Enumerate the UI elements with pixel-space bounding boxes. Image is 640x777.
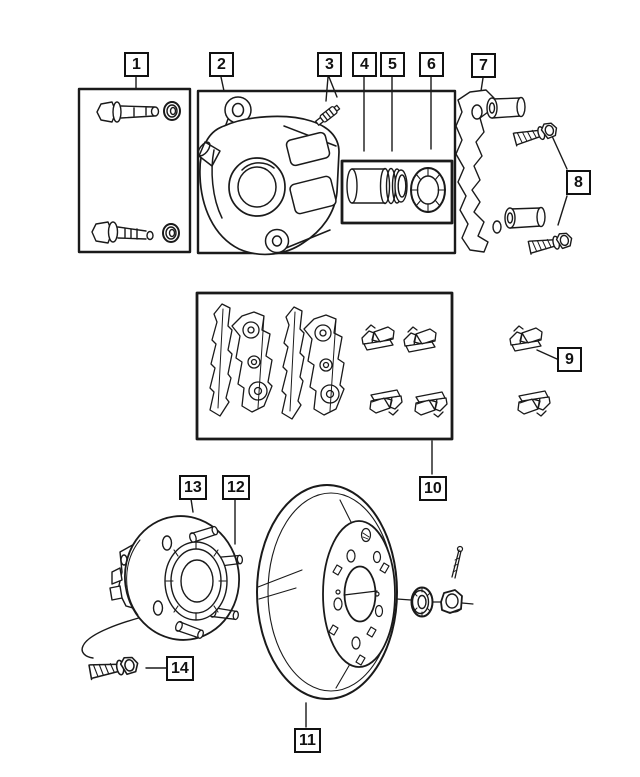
bleeder-screw-drawing	[314, 104, 341, 126]
callout-6[interactable]: 6	[419, 52, 444, 77]
callout-9[interactable]: 9	[557, 347, 582, 372]
callout-2-label: 2	[217, 55, 226, 73]
axle-nut-washer-drawing	[396, 545, 474, 618]
callout-14-label: 14	[171, 659, 189, 677]
callout-13-label: 13	[184, 478, 202, 496]
callout-7-label: 7	[479, 56, 488, 74]
piston-boot-seal-drawing	[346, 167, 446, 213]
callout-13[interactable]: 13	[179, 475, 207, 500]
callout-1[interactable]: 1	[124, 52, 149, 77]
callout-2[interactable]: 2	[209, 52, 234, 77]
guide-pin-kit-drawing	[91, 101, 181, 244]
brake-pad-kit-drawing	[209, 303, 448, 420]
callout-14[interactable]: 14	[166, 656, 194, 681]
adapter-bracket-drawing	[455, 89, 546, 253]
callout-3-label: 3	[325, 55, 334, 73]
callout-3[interactable]: 3	[317, 52, 342, 77]
group-box-brake-pads	[195, 291, 454, 441]
retainer-clips-drawing	[509, 325, 551, 417]
callout-9-label: 9	[565, 350, 574, 368]
group-box-guide-pin-kit	[77, 87, 192, 254]
brake-caliper-drawing	[197, 96, 340, 256]
group-box-piston-seal	[340, 159, 454, 225]
callout-5-label: 5	[388, 55, 397, 73]
callout-4[interactable]: 4	[352, 52, 377, 77]
callout-10[interactable]: 10	[419, 476, 447, 501]
hub-bolt-drawing	[88, 654, 140, 682]
callout-11[interactable]: 11	[294, 728, 321, 753]
callout-10-label: 10	[424, 479, 442, 497]
adapter-bolts-drawing	[512, 120, 574, 256]
callout-7[interactable]: 7	[471, 53, 496, 78]
leader-lines	[81, 76, 568, 728]
callout-8[interactable]: 8	[566, 170, 591, 195]
callout-6-label: 6	[427, 55, 436, 73]
brake-rotor-drawing	[256, 484, 398, 700]
callout-4-label: 4	[360, 55, 369, 73]
callout-12-label: 12	[227, 478, 245, 496]
callout-1-label: 1	[132, 55, 141, 73]
callout-12[interactable]: 12	[222, 475, 250, 500]
callout-8-label: 8	[574, 173, 583, 191]
hub-bearing-drawing	[109, 515, 244, 641]
callout-11-label: 11	[299, 731, 316, 749]
callout-5[interactable]: 5	[380, 52, 405, 77]
